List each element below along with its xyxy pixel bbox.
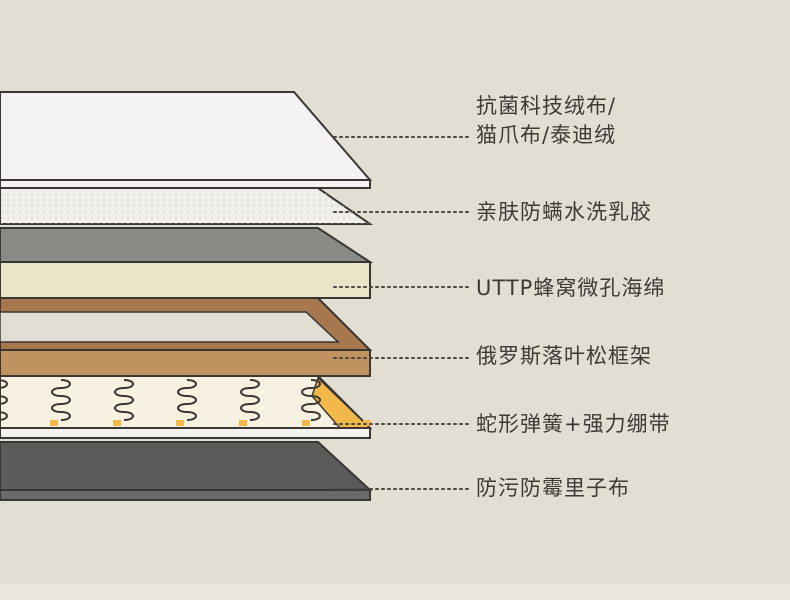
leader-lines	[333, 136, 469, 490]
latex-texture	[0, 188, 370, 224]
layer-spring-belt	[0, 375, 373, 439]
springs	[0, 379, 321, 421]
spring-panel-side	[0, 427, 371, 439]
spring-coil	[0, 379, 8, 421]
label-skin-friendly-fabric: 亲肤防螨水洗乳胶	[476, 198, 652, 227]
bottom-strip	[0, 584, 790, 600]
bottom-cloth-side	[0, 489, 371, 501]
label-sponge: UTTP蜂窝微孔海绵	[476, 274, 665, 303]
spring-coil	[301, 379, 321, 421]
layer-top-fabric	[0, 91, 373, 189]
layer-sponge	[0, 227, 374, 299]
label-line: 防污防霉里子布	[476, 476, 630, 500]
strap-mark	[50, 420, 58, 426]
spring-coil	[240, 379, 260, 421]
strap-mark	[176, 420, 184, 426]
label-pine-frame: 俄罗斯落叶松框架	[476, 342, 652, 371]
layer-bottom-cloth	[0, 441, 373, 501]
strap-mark	[302, 420, 310, 426]
spring-coil	[177, 379, 197, 421]
spring-coil	[51, 379, 71, 421]
straps	[50, 420, 371, 426]
fabric-top	[0, 91, 373, 181]
strap-mark	[363, 420, 371, 426]
spring-coil	[114, 379, 134, 421]
label-line: 俄罗斯落叶松框架	[476, 344, 652, 368]
fabric-side	[0, 179, 371, 189]
layer-skin-friendly-fabric	[0, 187, 374, 225]
label-line: 抗菌科技绒布/	[476, 94, 617, 118]
label-bottom-cloth: 防污防霉里子布	[476, 474, 630, 503]
label-line: 蛇形弹簧+强力绷带	[476, 412, 671, 436]
strap-mark	[113, 420, 121, 426]
label-line: UTTP蜂窝微孔海绵	[476, 276, 666, 300]
sponge-side	[0, 261, 371, 299]
label-top-fabric: 抗菌科技绒布/猫爪布/泰迪绒	[476, 92, 616, 150]
frame-side	[0, 349, 371, 377]
layer-pine-frame	[0, 297, 373, 377]
sponge-top	[0, 227, 374, 263]
frame-opening	[0, 311, 340, 343]
label-line: 亲肤防螨水洗乳胶	[476, 200, 652, 224]
strap-mark	[239, 420, 247, 426]
label-spring-belt: 蛇形弹簧+强力绷带	[476, 410, 671, 439]
label-line: 猫爪布/泰迪绒	[476, 123, 617, 147]
bottom-cloth-top	[0, 441, 373, 491]
